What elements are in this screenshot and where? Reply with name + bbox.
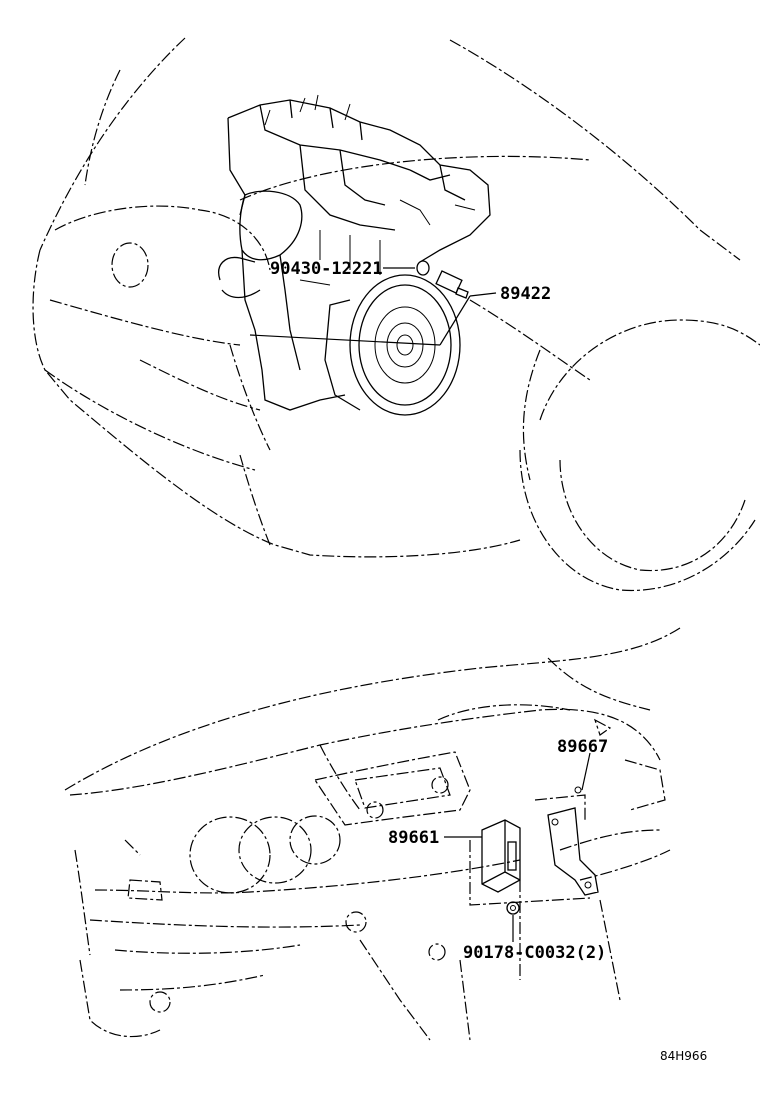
- gasket-90430-12221-icon: [416, 260, 430, 276]
- leader-sensor-3: [249, 334, 441, 346]
- leader-bracket: [581, 752, 591, 791]
- label-89667: 89667: [557, 737, 608, 757]
- label-89422: 89422: [500, 284, 551, 304]
- leader-sensor: [469, 292, 497, 297]
- leader-sensor-2: [439, 295, 471, 346]
- label-90430-12221: 90430-12221: [270, 259, 383, 279]
- sensor-89422-icon: [435, 270, 469, 299]
- nut-90178-icon: [506, 901, 520, 915]
- label-90178-C0032: 90178-C0032(2): [463, 943, 606, 963]
- bracket-89667-icon: [547, 786, 599, 896]
- label-89661: 89661: [388, 828, 439, 848]
- engine-bay-illustration: [32, 37, 760, 592]
- diagram-reference-id: 84H966: [660, 1049, 707, 1063]
- dashboard-illustration: [64, 627, 681, 1041]
- ecu-89661-icon: [481, 819, 521, 893]
